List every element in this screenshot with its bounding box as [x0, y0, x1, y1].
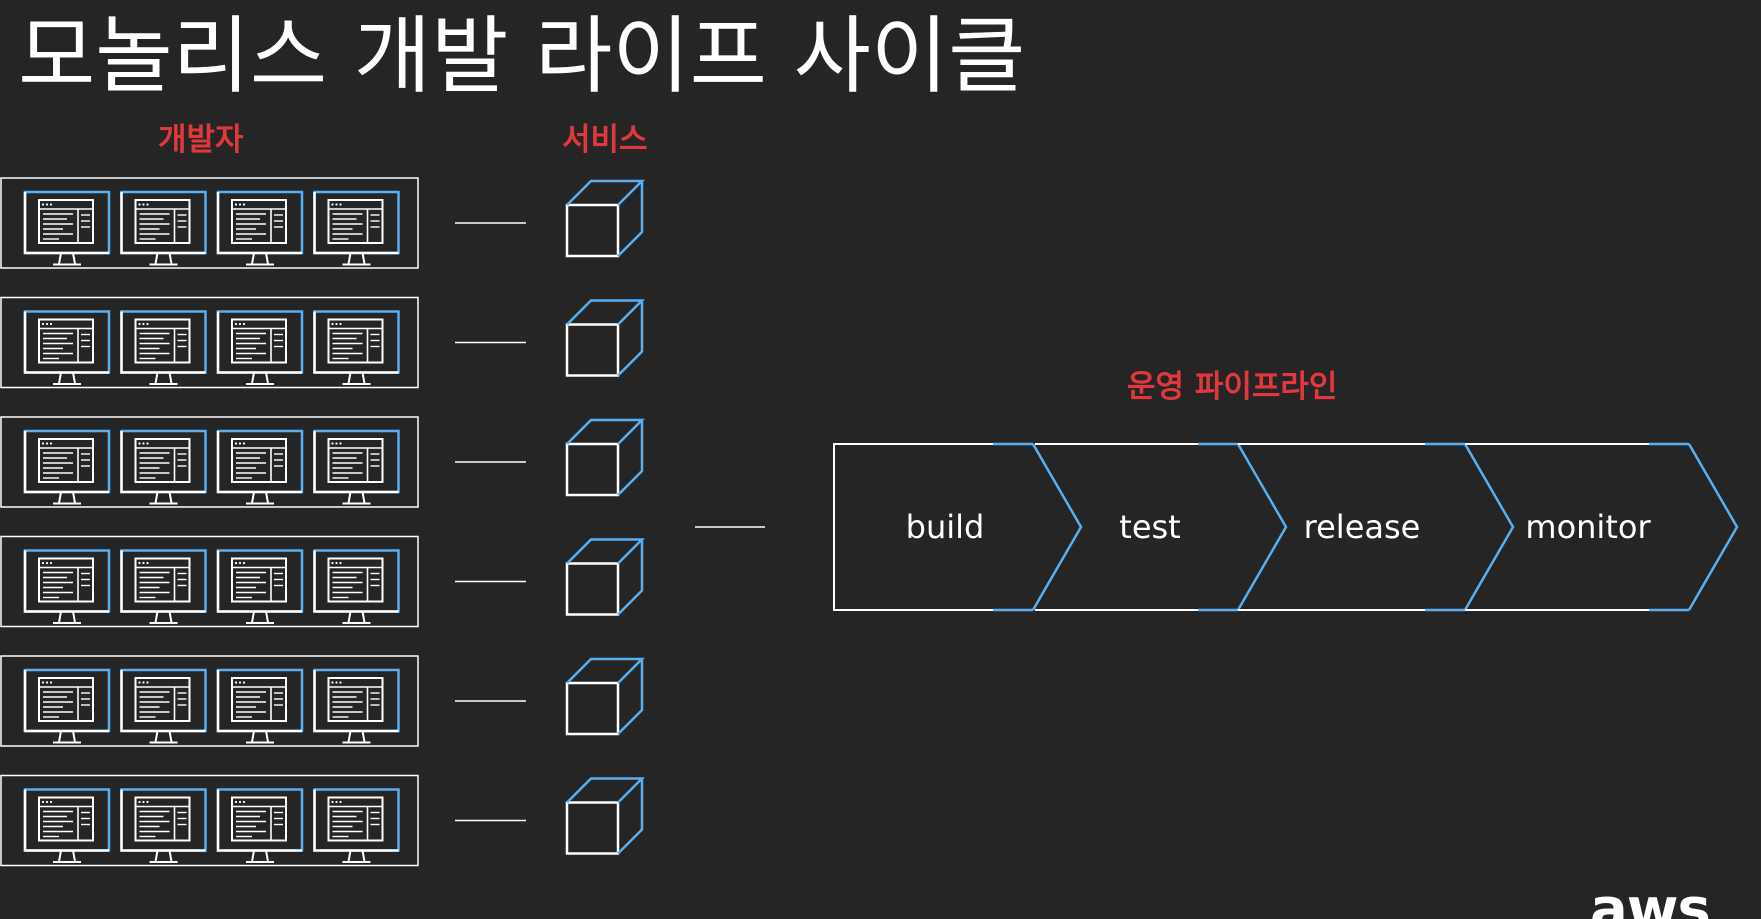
monitor-icon	[23, 190, 111, 266]
developer-group	[0, 535, 419, 628]
monitor-icon	[216, 668, 304, 744]
pipeline-stage-label: release	[1304, 508, 1421, 546]
pipeline-stage-label: test	[1119, 508, 1180, 546]
developer-group-frame	[0, 177, 419, 269]
pipeline-label: 운영 파이프라인	[1127, 369, 1338, 405]
developer-group-frame	[0, 416, 419, 508]
monitor-icon	[313, 429, 400, 505]
monitor-icon	[23, 668, 111, 744]
pipeline-stage-release: release	[1238, 442, 1515, 612]
operations-pipeline: build test release monitor	[833, 442, 1739, 612]
monitor-icon	[313, 668, 400, 744]
monitor-icon	[313, 310, 400, 385]
cube-icon	[565, 179, 646, 258]
developer-group	[0, 416, 419, 508]
developer-group-frame	[0, 296, 419, 389]
monitor-icon	[120, 668, 207, 744]
monitor-icon	[23, 310, 111, 385]
monitor-icon	[313, 190, 400, 266]
cube-icon	[565, 418, 646, 497]
pipeline-stage-test: test	[1035, 442, 1288, 612]
monitor-icon	[23, 788, 111, 863]
monitor-icon	[216, 429, 304, 505]
cube-icon	[565, 299, 646, 377]
monitor-icon	[120, 429, 207, 505]
cube-icon	[565, 538, 646, 616]
pipeline-stage-label: build	[906, 508, 985, 546]
monitor-icon	[23, 549, 111, 624]
monitor-icon	[120, 549, 207, 624]
monitor-icon	[120, 310, 207, 385]
developers-label: 개발자	[158, 122, 244, 158]
monitor-icon	[216, 310, 304, 385]
cube-icon	[565, 777, 646, 855]
developer-group	[0, 774, 419, 867]
monitor-icon	[216, 549, 304, 624]
pipeline-stage-monitor: monitor	[1465, 442, 1739, 612]
developer-rows	[0, 177, 646, 867]
cube-icon	[565, 657, 646, 736]
monitor-icon	[216, 190, 304, 266]
page-title: 모놀리스 개발 라이프 사이클	[18, 7, 1026, 105]
pipeline-stage-label: monitor	[1525, 508, 1651, 546]
developer-group-frame	[0, 535, 419, 628]
monitor-icon	[313, 788, 400, 863]
monitor-icon	[216, 788, 304, 863]
aws-logo: aws	[1590, 877, 1711, 919]
monitor-icon	[313, 549, 400, 624]
developer-group-frame	[0, 774, 419, 867]
services-label: 서비스	[562, 122, 648, 158]
developer-group	[0, 296, 419, 389]
monitor-icon	[23, 429, 111, 505]
developer-group	[0, 177, 419, 269]
pipeline-stage-build: build	[833, 442, 1083, 612]
developer-group	[0, 655, 419, 747]
monitor-icon	[120, 788, 207, 863]
monitor-icon	[120, 190, 207, 266]
developer-group-frame	[0, 655, 419, 747]
